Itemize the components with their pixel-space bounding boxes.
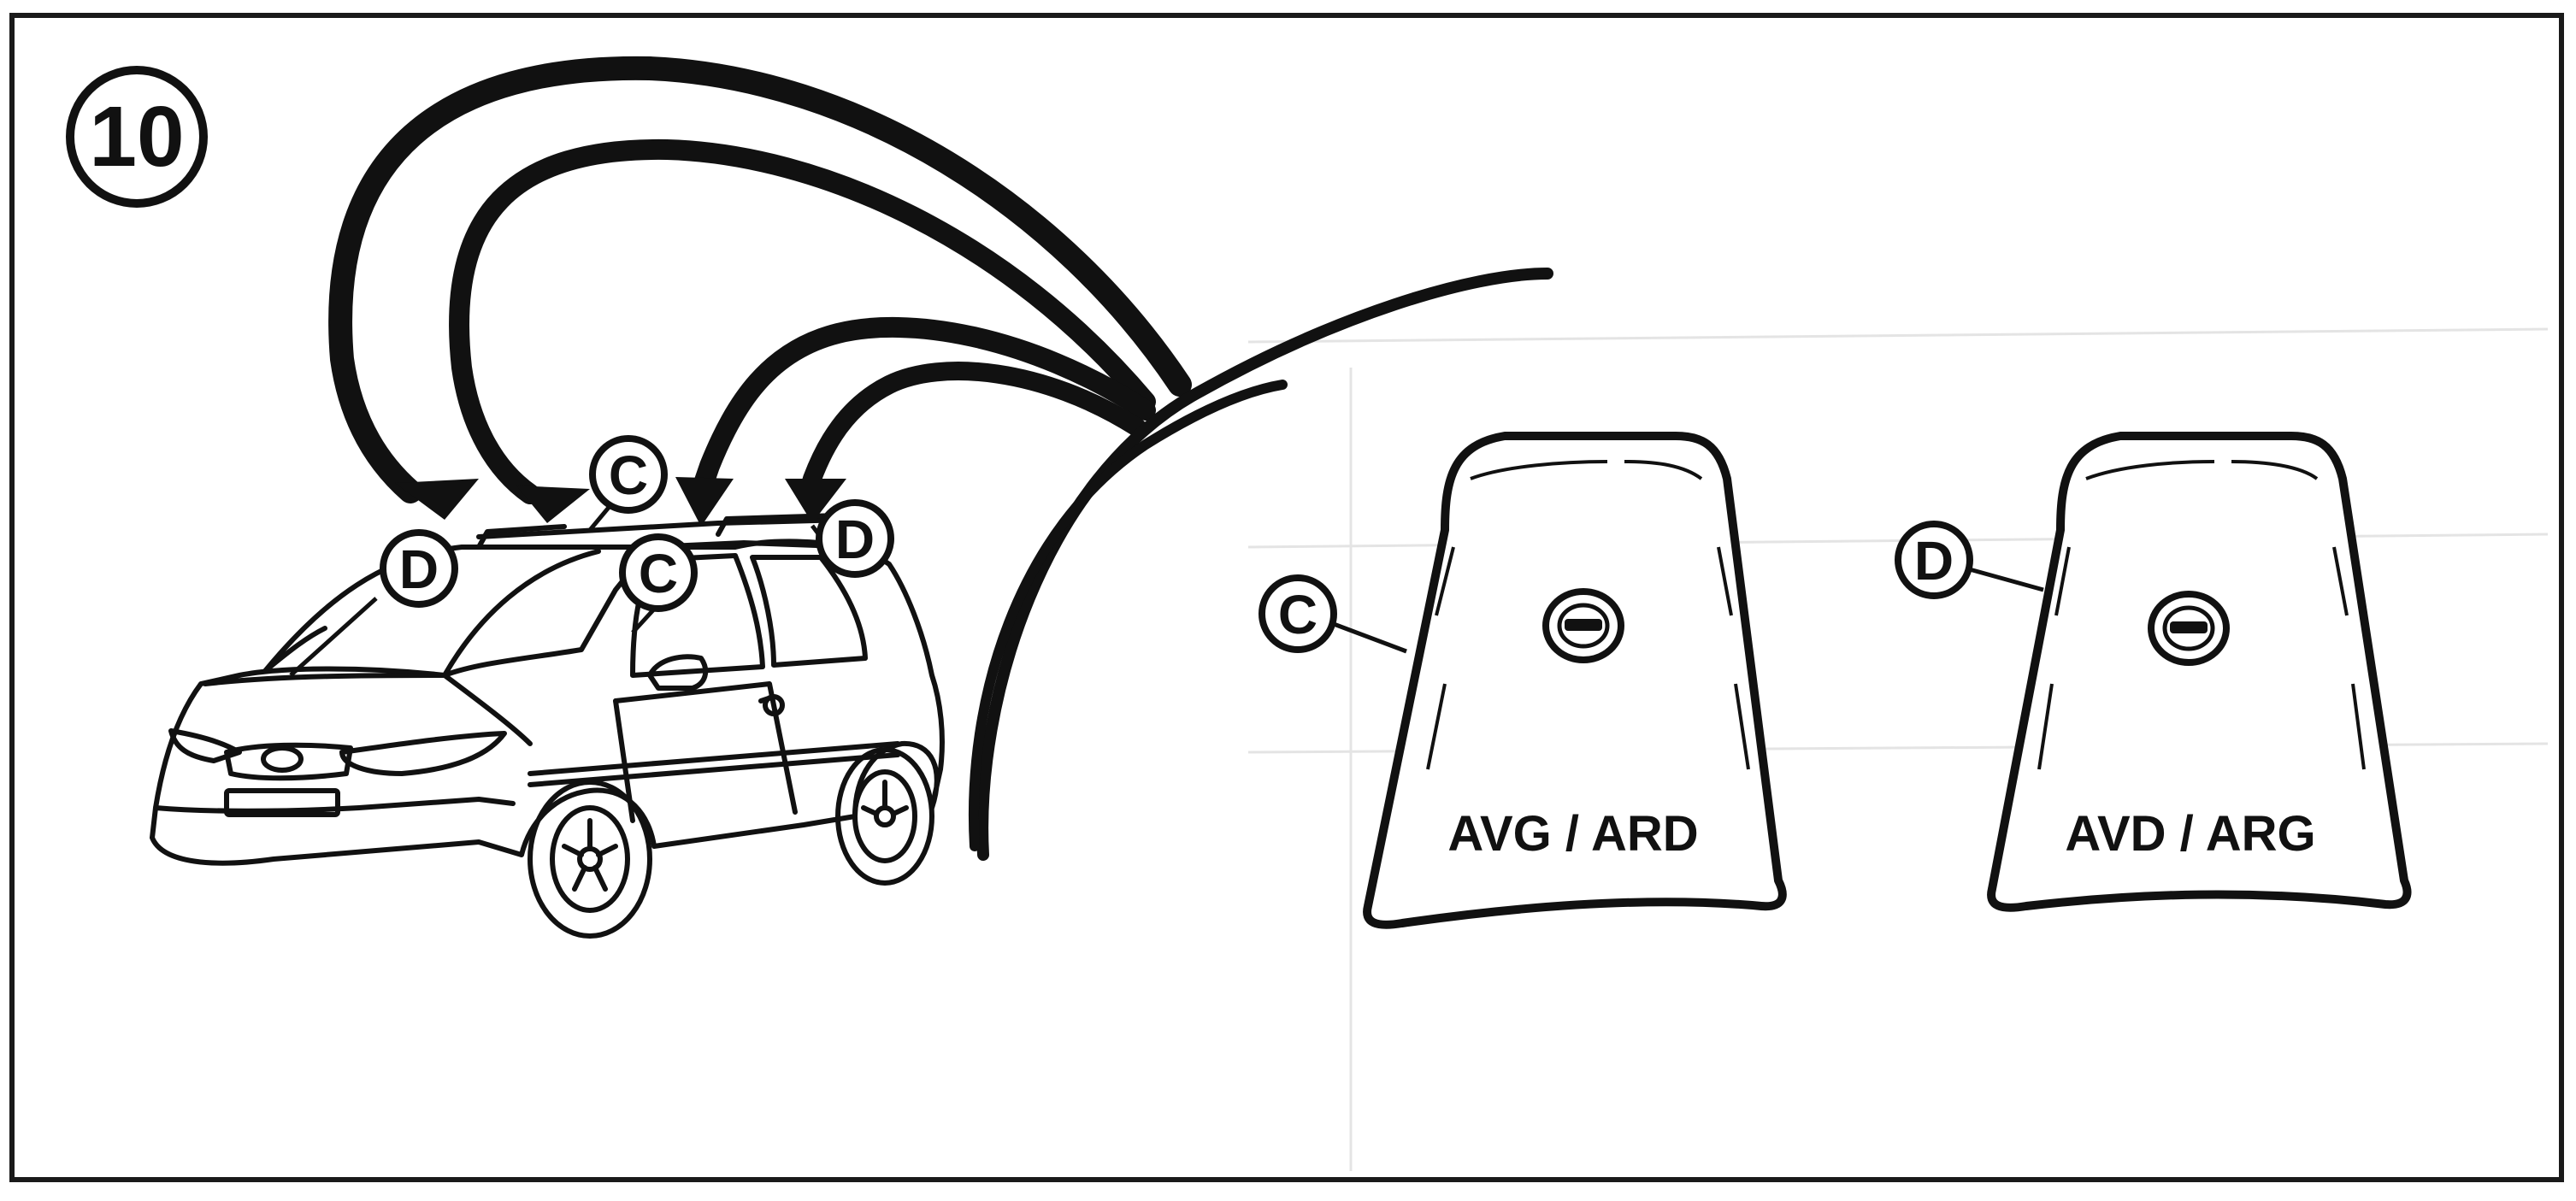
step-number-badge: 10: [70, 70, 203, 203]
svg-text:C: C: [609, 444, 648, 506]
svg-text:C: C: [639, 543, 678, 604]
foot-d-lock-icon: [2151, 594, 2226, 662]
foot-d-caption: AVD / ARG: [2065, 806, 2315, 862]
step-number: 10: [89, 89, 184, 185]
foot-c-caption: AVG / ARD: [1447, 806, 1698, 862]
foot-c-lock-icon: [1546, 592, 1621, 660]
foot-c-label: C: [1278, 584, 1317, 645]
svg-text:D: D: [835, 509, 875, 570]
foot-d-label: D: [1914, 530, 1954, 592]
svg-text:D: D: [399, 539, 439, 600]
